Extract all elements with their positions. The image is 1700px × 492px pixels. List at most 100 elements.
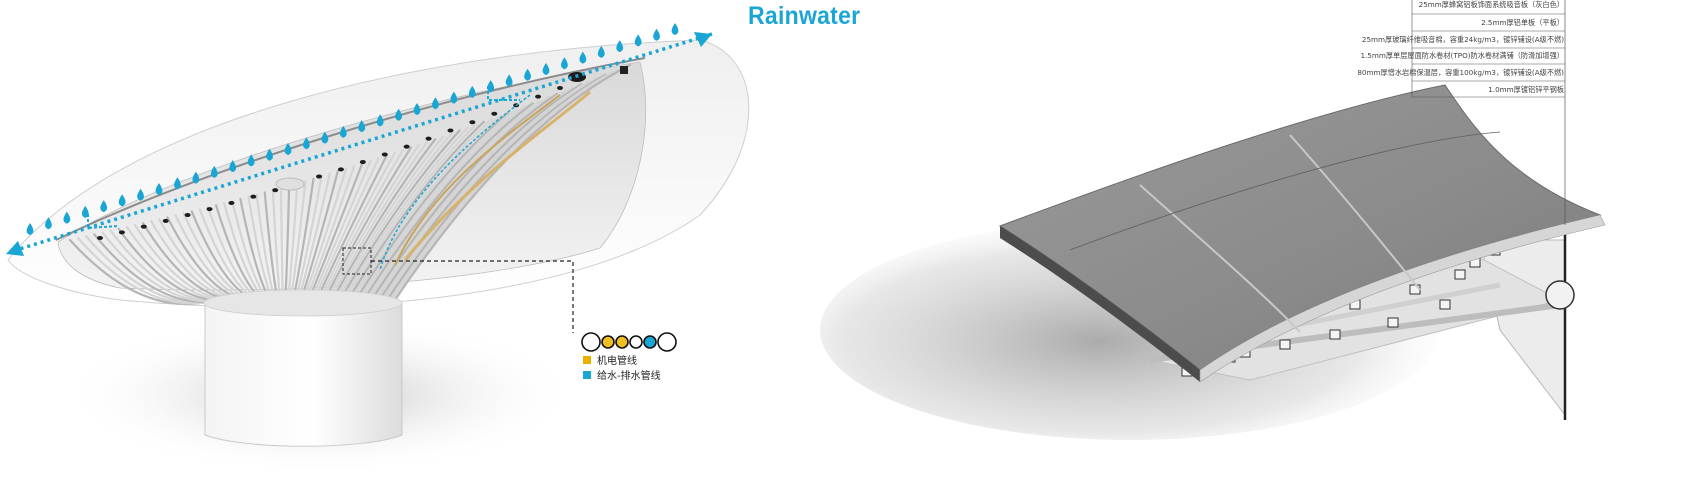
rib-opening xyxy=(206,207,213,212)
rib-opening xyxy=(425,136,432,141)
rib-opening xyxy=(557,86,563,90)
rainwater-arrowhead-right xyxy=(694,32,712,47)
roof-edge-dark xyxy=(1000,226,1200,382)
raindrop-icon xyxy=(653,28,660,41)
rib-line xyxy=(388,70,615,302)
layer-label-6: 1.0mm厚镀铝锌平钢板 xyxy=(1488,85,1564,94)
clip-bracket xyxy=(1387,317,1399,328)
rib-opening xyxy=(491,111,498,116)
gutter-pipe xyxy=(1545,280,1575,310)
raindrop-icon xyxy=(45,217,52,230)
raindrop-icon xyxy=(597,45,605,58)
panel-seam-1 xyxy=(1139,184,1301,333)
raindrop-icon xyxy=(303,137,310,150)
rib-opening xyxy=(337,167,344,172)
rib-opening xyxy=(272,188,279,193)
raindrop-icon xyxy=(26,223,34,235)
rainwater-arrowhead-left xyxy=(6,241,24,256)
panel-line xyxy=(1069,131,1501,251)
rib-line xyxy=(289,179,307,302)
clip-bracket xyxy=(1454,269,1466,280)
panel-seam-2 xyxy=(1289,134,1421,291)
rib-line xyxy=(357,108,518,302)
raindrop-icon xyxy=(524,68,531,81)
raindrop-icon xyxy=(81,205,89,218)
clip-bracket xyxy=(1279,339,1291,350)
rib-line xyxy=(320,149,404,302)
raindrop-icon xyxy=(634,34,642,47)
legend-label-electric: 机电管线 xyxy=(597,356,637,367)
raindrop-icon xyxy=(450,91,458,104)
legend-water: 给水-排水管线 xyxy=(583,367,661,382)
layer-label-2: 2.5mm厚铝单板（平板） xyxy=(1481,18,1564,27)
pipe-circle xyxy=(643,335,657,349)
center-cap xyxy=(275,177,305,191)
raindrop-icon xyxy=(284,143,292,155)
raindrop-icon xyxy=(542,63,550,75)
roof-section xyxy=(820,84,1606,440)
rib-line xyxy=(333,135,445,302)
clip-bracket xyxy=(1329,329,1341,340)
legend-swatch-water xyxy=(583,370,591,379)
raindrop-icon xyxy=(229,160,237,173)
roof-edge-light xyxy=(1199,214,1606,383)
column-top xyxy=(203,289,403,317)
rib-line xyxy=(331,138,437,302)
rib-opening xyxy=(162,218,169,223)
raindrops xyxy=(26,23,679,235)
raindrop-icon xyxy=(432,97,439,110)
raindrop-icon xyxy=(210,165,218,178)
rib-line xyxy=(367,95,550,302)
rib-opening xyxy=(97,236,103,240)
layer-leader-lines xyxy=(1412,13,1565,98)
rib-line xyxy=(292,177,315,302)
raindrop-icon xyxy=(616,40,624,53)
rib-opening xyxy=(118,230,125,235)
raindrop-icon xyxy=(358,120,366,133)
raindrop-icon xyxy=(671,23,679,35)
rib-line xyxy=(373,89,567,302)
rib-opening xyxy=(359,160,366,165)
raindrop-icon xyxy=(192,171,200,184)
raindrop-icon xyxy=(468,85,476,98)
rib-opening xyxy=(403,144,410,149)
rainwater-label: Rainwater xyxy=(748,2,861,30)
rib-line xyxy=(297,172,331,302)
layer-label-3: 25mm厚玻璃纤维吸音棉，容重24kg/m3，镀锌铺设(A级不燃) xyxy=(1361,35,1564,44)
raindrop-icon xyxy=(63,211,71,224)
rib-line xyxy=(294,175,323,302)
rib-line xyxy=(339,129,461,302)
pipe-circle xyxy=(657,332,677,352)
raindrop-icon xyxy=(118,194,126,207)
raindrop-icon xyxy=(413,103,421,115)
raindrop-icon xyxy=(321,131,329,144)
rib-opening xyxy=(250,194,257,199)
raindrop-icon xyxy=(174,177,181,190)
rib-line xyxy=(302,167,348,302)
electric-pipe-line-2 xyxy=(394,94,561,266)
rib-opening xyxy=(316,174,323,179)
rib-line xyxy=(359,105,526,302)
pipe-circle xyxy=(601,335,615,349)
rib-line xyxy=(305,165,356,302)
rib-line xyxy=(349,117,494,302)
raindrop-icon xyxy=(505,74,513,87)
raindrop-icon xyxy=(247,154,255,167)
rib-opening xyxy=(228,200,235,205)
drain-path-right xyxy=(487,86,520,101)
layer-label-1: 25mm厚蜂窝铝板饰面系统吸音板（灰白色） xyxy=(1418,0,1564,9)
rib-line xyxy=(341,126,469,302)
raindrop-icon xyxy=(266,148,273,161)
layer-callouts xyxy=(1411,0,1566,225)
roof-edge xyxy=(55,57,646,241)
water-pipe-line xyxy=(379,94,531,271)
rib-line xyxy=(362,102,534,302)
rib-line xyxy=(299,170,339,302)
rib-opening xyxy=(381,152,388,157)
column xyxy=(204,302,403,447)
detail-callout xyxy=(342,247,677,352)
rib-line xyxy=(354,111,510,302)
raindrop-icon xyxy=(100,200,108,213)
rainwater-flow xyxy=(6,23,713,256)
